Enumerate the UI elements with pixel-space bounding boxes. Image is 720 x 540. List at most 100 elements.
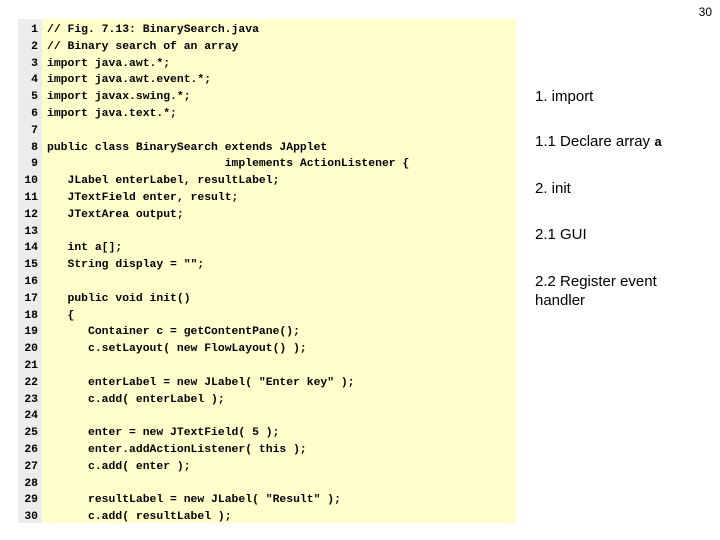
outline-item-register-line2: handler [535,292,586,309]
code-text: enterLabel = new JLabel( "Enter key" ); [47,376,355,389]
line-number: 11 [24,191,38,204]
line-number: 8 [31,141,38,154]
line-number: 19 [24,326,38,339]
line-number: 18 [24,309,38,322]
code-text: // Binary search of an array [47,40,239,53]
code-text: resultLabel = new JLabel( "Result" ); [47,494,341,507]
code-text: JLabel enterLabel, resultLabel; [47,175,280,188]
outline-item-register-handler: 2.2 Register event handler [535,272,715,310]
code-line: 2 // Binary search of an array [18,39,516,56]
code-text: c.add( enter ); [47,460,191,473]
code-line: 27 c.add( enter ); [18,459,516,476]
line-number: 16 [24,275,38,288]
code-text: String display = ""; [47,259,205,272]
outline-item-register-line1: 2.2 Register event [535,273,657,290]
code-text: enter.addActionListener( this ); [47,443,307,456]
line-number-gutter [18,19,42,523]
line-number: 29 [24,494,38,507]
code-text: import java.text.*; [47,107,177,120]
line-number: 30 [24,511,38,524]
code-text: enter = new JTextField( 5 ); [47,427,280,440]
code-line: 13 [18,224,516,241]
code-text [47,123,516,140]
code-line: 4 import java.awt.event.*; [18,72,516,89]
outline-item-init: 2. init [535,180,571,197]
code-line: 6 import java.text.*; [18,106,516,123]
code-line: 3 import java.awt.*; [18,56,516,73]
line-number: 25 [24,427,38,440]
line-number: 21 [24,359,38,372]
line-number: 2 [31,40,38,53]
code-listing: 1 // Fig. 7.13: BinarySearch.java 2 // Bina… [18,22,516,526]
code-line: 19 Container c = getContentPane(); [18,324,516,341]
code-text: import java.awt.*; [47,57,171,70]
code-text: Container c = getContentPane(); [47,326,300,339]
code-text: int a[]; [47,242,123,255]
outline-item-import: 1. import [535,88,594,105]
code-line: 8 public class BinarySearch extends JAppl… [18,140,516,157]
code-text: JTextField enter, result; [47,191,239,204]
code-text: implements ActionListener { [47,158,410,171]
code-line: 18 { [18,308,516,325]
outline-item-gui: 2.1 GUI [535,226,587,243]
code-text: public void init() [47,292,191,305]
line-number: 28 [24,477,38,490]
code-text: c.setLayout( new FlowLayout() ); [47,343,307,356]
line-number: 14 [24,242,38,255]
outline-item-declare-label: 1.1 Declare array [535,133,655,150]
code-line: 28 [18,476,516,493]
code-text [47,224,516,241]
outline-item-declare-variable: a [654,135,663,150]
line-number: 20 [24,343,38,356]
line-number: 10 [24,175,38,188]
code-line: 26 enter.addActionListener( this ); [18,442,516,459]
code-listing-panel [18,19,516,523]
code-line: 24 [18,408,516,425]
code-line: 17 public void init() [18,291,516,308]
code-line: 5 import javax.swing.*; [18,89,516,106]
code-line: 11 JTextField enter, result; [18,190,516,207]
code-text [47,408,516,425]
code-line: 25 enter = new JTextField( 5 ); [18,425,516,442]
code-line: 29 resultLabel = new JLabel( "Result" ); [18,492,516,509]
line-number: 12 [24,208,38,221]
line-number: 17 [24,292,38,305]
code-line: 7 [18,123,516,140]
line-number: 7 [31,124,38,137]
code-text: // Fig. 7.13: BinarySearch.java [47,24,259,36]
line-number: 1 [31,24,38,36]
code-line: 16 [18,274,516,291]
line-number: 26 [24,443,38,456]
line-number: 5 [31,91,38,104]
code-text [47,476,516,493]
line-number: 3 [31,57,38,70]
code-line: 21 [18,358,516,375]
code-text [47,358,516,375]
code-text: import java.awt.event.*; [47,74,212,87]
line-number: 23 [24,393,38,406]
code-text [47,274,516,291]
code-line: 12 JTextArea output; [18,207,516,224]
code-line: 14 int a[]; [18,240,516,257]
line-number: 27 [24,460,38,473]
line-number: 22 [24,376,38,389]
slide-page-number: 30 [698,5,712,19]
code-line: 15 String display = ""; [18,257,516,274]
line-number: 4 [31,74,38,87]
code-text: JTextArea output; [47,208,184,221]
code-line: 10 JLabel enterLabel, resultLabel; [18,173,516,190]
outline-item-declare-array: 1.1 Declare array a [535,132,715,152]
line-number: 15 [24,259,38,272]
code-line: 20 c.setLayout( new FlowLayout() ); [18,341,516,358]
code-line: 23 c.add( enterLabel ); [18,392,516,409]
code-line: 22 enterLabel = new JLabel( "Enter key" … [18,375,516,392]
code-line: 1 // Fig. 7.13: BinarySearch.java [18,22,516,39]
code-text: c.add( enterLabel ); [47,393,225,406]
line-number: 24 [24,410,38,423]
code-text: { [47,309,75,322]
code-text: import javax.swing.*; [47,91,191,104]
line-number: 6 [31,107,38,120]
code-text: c.add( resultLabel ); [47,511,232,524]
line-number: 9 [31,158,38,171]
code-text: public class BinarySearch extends JApple… [47,141,328,154]
